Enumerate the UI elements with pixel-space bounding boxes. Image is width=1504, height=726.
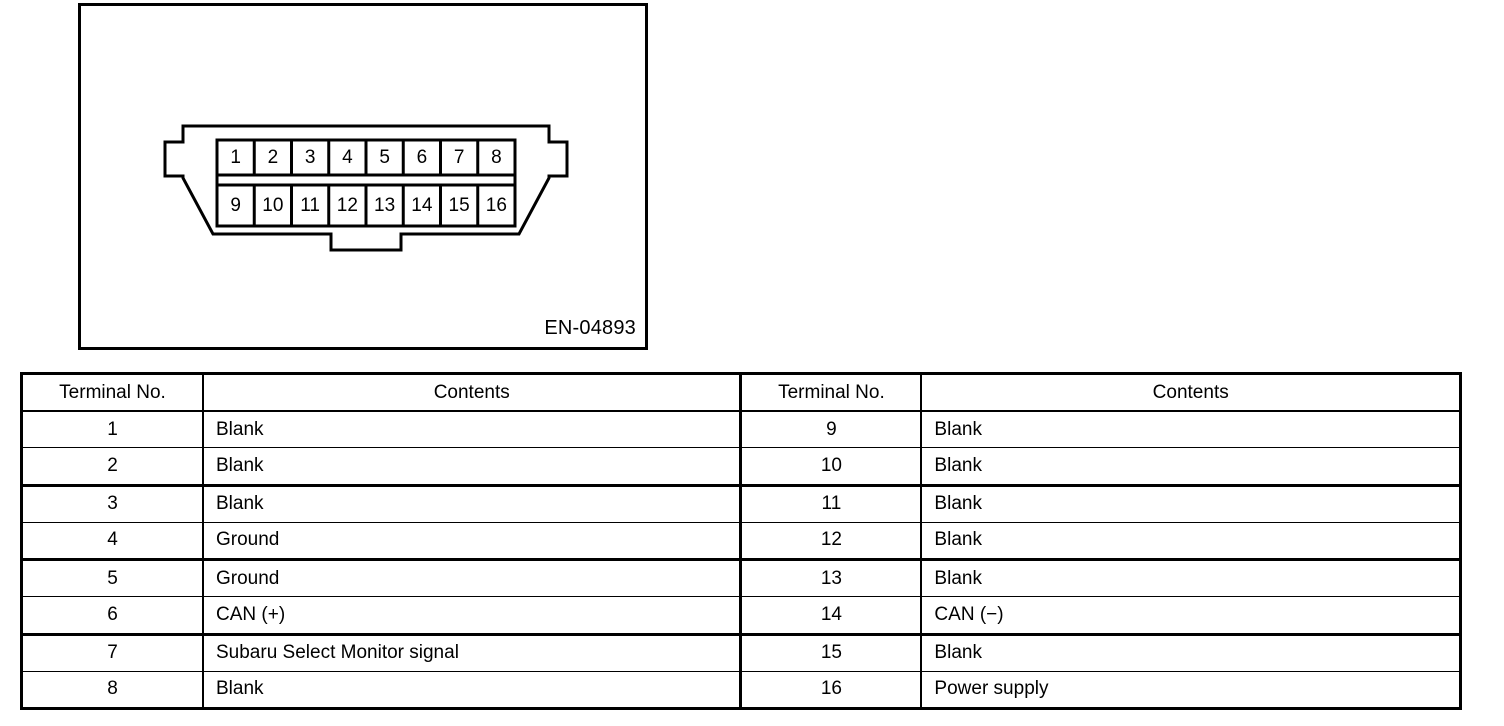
contents-cell: Ground — [216, 567, 280, 589]
contents-cell: Blank — [934, 642, 982, 664]
terminal-no-cell: 5 — [23, 561, 204, 597]
table-row: 6 CAN (+) — [23, 597, 740, 636]
table-row: 9 Blank — [742, 412, 1459, 449]
terminal-no-cell: 8 — [23, 671, 204, 707]
table-row: 15 Blank — [742, 635, 1459, 672]
pin-cell-15: 15 — [448, 195, 470, 216]
contents-cell: Blank — [216, 418, 264, 440]
pin-cell-16: 16 — [485, 195, 507, 216]
table-half-right: Terminal No. Contents 9 Blank 10 Blank 1… — [742, 375, 1459, 707]
terminal-no-cell: 13 — [742, 561, 923, 597]
terminal-no-cell: 16 — [742, 671, 923, 707]
contents-cell: Power supply — [934, 678, 1049, 700]
terminal-no-cell: 9 — [742, 412, 923, 448]
contents-cell: Blank — [934, 455, 982, 477]
pin-cell-5: 5 — [379, 147, 390, 168]
table-row: 1 Blank — [23, 412, 740, 449]
contents-cell: Subaru Select Monitor signal — [216, 642, 459, 664]
contents-cell: Blank — [934, 567, 982, 589]
terminal-no-cell: 1 — [23, 412, 204, 448]
terminal-no-cell: 7 — [23, 635, 204, 671]
header-terminal-no-left: Terminal No. — [23, 375, 204, 411]
connector-outline-svg — [163, 124, 569, 252]
table-row: 5 Ground — [23, 561, 740, 598]
table-row: 8 Blank — [23, 671, 739, 707]
terminal-no-cell: 4 — [23, 522, 204, 559]
table-row: 14 CAN (−) — [742, 597, 1459, 636]
pin-row-separator — [215, 173, 517, 187]
contents-cell: Blank — [934, 529, 982, 551]
terminal-no-cell: 11 — [742, 486, 923, 522]
table-header-row-right: Terminal No. Contents — [742, 375, 1459, 413]
connector-diagram: 1 2 3 4 5 6 7 8 9 10 11 12 13 14 15 16 — [151, 116, 581, 276]
pin-cell-7: 7 — [453, 147, 465, 168]
header-contents-right: Contents — [1152, 381, 1229, 403]
terminal-no-cell: 2 — [23, 448, 204, 484]
contents-cell: Ground — [216, 529, 280, 551]
connector-figure-frame: 1 2 3 4 5 6 7 8 9 10 11 12 13 14 15 16 E… — [78, 3, 648, 350]
header-contents-left: Contents — [433, 381, 510, 403]
header-terminal-no-right: Terminal No. — [742, 375, 923, 411]
contents-cell: CAN (+) — [216, 603, 286, 625]
pin-cell-13: 13 — [374, 195, 396, 216]
pin-cell-9: 9 — [230, 195, 241, 216]
pin-cell-6: 6 — [416, 147, 428, 168]
table-half-left: Terminal No. Contents 1 Blank 2 Blank 3 … — [23, 375, 743, 707]
table-row: 2 Blank — [23, 448, 740, 487]
pin-cell-11: 11 — [300, 195, 320, 216]
terminal-no-cell: 6 — [23, 597, 204, 633]
table-row: 13 Blank — [742, 561, 1459, 598]
table-row: 11 Blank — [742, 486, 1459, 523]
contents-cell: Blank — [216, 678, 264, 700]
pin-cell-4: 4 — [342, 147, 353, 168]
terminal-no-cell: 10 — [742, 448, 923, 484]
pin-cell-14: 14 — [411, 195, 433, 216]
contents-cell: Blank — [216, 455, 264, 477]
pin-cell-10: 10 — [262, 195, 284, 216]
contents-cell: CAN (−) — [934, 603, 1004, 625]
pin-cell-3: 3 — [304, 147, 316, 168]
pin-dividers-bottom — [252, 185, 480, 226]
pin-cell-1: 1 — [230, 147, 241, 168]
contents-cell: Blank — [934, 418, 982, 440]
terminal-no-cell: 14 — [742, 597, 923, 633]
terminal-assignment-table: Terminal No. Contents 1 Blank 2 Blank 3 … — [20, 372, 1462, 710]
contents-cell: Blank — [934, 493, 982, 515]
table-row: 12 Blank — [742, 522, 1459, 562]
pin-cell-12: 12 — [336, 195, 358, 216]
pin-dividers-top — [252, 140, 480, 175]
terminal-no-cell: 15 — [742, 635, 923, 671]
terminal-no-cell: 12 — [742, 522, 923, 559]
table-row: 10 Blank — [742, 448, 1459, 487]
table-row: 16 Power supply — [742, 671, 1459, 707]
figure-reference-code: EN-04893 — [544, 317, 636, 339]
table-row: 4 Ground — [23, 522, 740, 562]
terminal-no-cell: 3 — [23, 486, 204, 522]
pin-cell-2: 2 — [267, 147, 279, 168]
table-row: 3 Blank — [23, 486, 740, 523]
pin-cell-8: 8 — [491, 147, 502, 168]
table-row: 7 Subaru Select Monitor signal — [23, 635, 740, 672]
contents-cell: Blank — [216, 493, 264, 515]
table-header-row-left: Terminal No. Contents — [23, 375, 740, 413]
